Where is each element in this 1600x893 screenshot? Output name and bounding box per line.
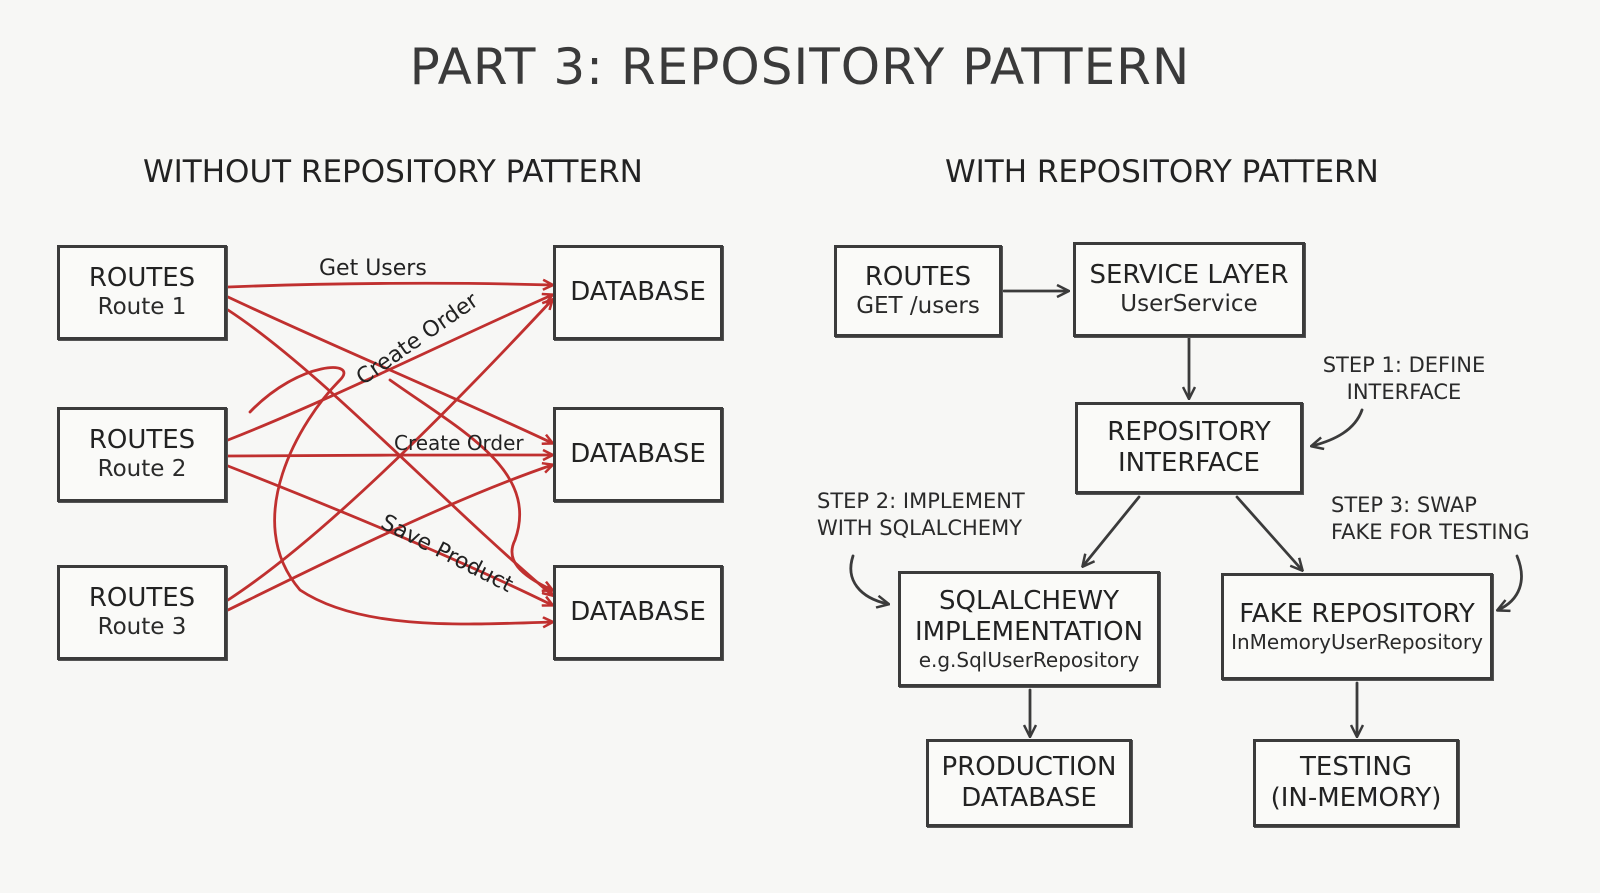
step2-note: STEP 2: IMPLEMENT WITH SQLALCHEMY <box>817 488 1025 543</box>
step2-note-line1: STEP 2: IMPLEMENT <box>817 489 1025 513</box>
database-box-1-label: DATABASE <box>570 276 706 307</box>
red-arrow-r2-db3 <box>226 464 552 605</box>
red-arrow-r2-db1 <box>226 295 552 442</box>
service-layer-sub: UserService <box>1120 291 1258 318</box>
step1-note-line2: INTERFACE <box>1346 380 1462 405</box>
step1-note-line1: STEP 1: DEFINE <box>1322 353 1486 377</box>
repository-interface-line2: INTERFACE <box>1118 448 1260 478</box>
sqlalchemy-implementation-box: SQLALCHEWY IMPLEMENTATION e.g.SqlUserRep… <box>898 571 1160 687</box>
service-layer-box: SERVICE LAYER UserService <box>1073 242 1305 337</box>
testing-in-memory-box: TESTING (IN-MEMORY) <box>1253 739 1459 827</box>
step1-note: STEP 1: DEFINE INTERFACE <box>1320 352 1488 407</box>
right-subtitle: WITH REPOSITORY PATTERN <box>945 154 1379 190</box>
sqlalchemy-implementation-sub: e.g.SqlUserRepository <box>918 648 1140 673</box>
red-arrow-loop-create <box>388 378 552 590</box>
red-arrow-r1-db3 <box>226 308 552 595</box>
red-arrow-r2-db2 <box>226 455 552 456</box>
routes-get-users-title: ROUTES <box>864 261 972 292</box>
route-box-2-title: ROUTES <box>88 425 196 456</box>
red-arrow-r1-db1 <box>226 283 552 287</box>
step3-note: STEP 3: SWAP FAKE FOR TESTING <box>1331 492 1530 547</box>
testing-in-memory-line2: (IN-MEMORY) <box>1270 783 1442 813</box>
fake-repository-sub: InMemoryUserRepository <box>1231 630 1483 655</box>
label-get-users: Get Users <box>319 256 427 281</box>
sqlalchemy-implementation-line2: IMPLEMENTATION <box>914 617 1144 647</box>
step3-note-line1: STEP 3: SWAP <box>1331 493 1477 517</box>
red-arrow-loop-db3 <box>248 366 552 624</box>
red-arrow-r3-db1 <box>226 300 552 602</box>
repository-interface-box: REPOSITORY INTERFACE <box>1075 402 1303 494</box>
routes-get-users-sub: GET /users <box>856 292 980 319</box>
production-database-line1: PRODUCTION <box>941 751 1117 782</box>
left-subtitle: WITHOUT REPOSITORY PATTERN <box>143 154 643 190</box>
database-box-2: DATABASE <box>553 407 723 502</box>
route-box-2-sub: Route 2 <box>97 456 187 483</box>
step1-pointer-arrow <box>1312 408 1364 446</box>
route-box-3-sub: Route 3 <box>97 614 187 641</box>
route-box-1: ROUTES Route 1 <box>57 245 227 340</box>
route-box-1-sub: Route 1 <box>97 294 187 321</box>
production-database-box: PRODUCTION DATABASE <box>926 739 1132 827</box>
arrow-interface-sql <box>1083 495 1141 566</box>
step2-note-line2: WITH SQLALCHEMY <box>817 516 1023 541</box>
route-box-1-title: ROUTES <box>88 263 196 294</box>
label-create-order: Create Order <box>394 431 524 455</box>
fake-repository-title: FAKE REPOSITORY <box>1239 598 1475 629</box>
production-database-line2: DATABASE <box>961 783 1097 813</box>
database-box-2-label: DATABASE <box>570 438 706 469</box>
route-box-3-title: ROUTES <box>88 583 196 614</box>
route-box-2: ROUTES Route 2 <box>57 407 227 502</box>
sqlalchemy-implementation-line1: SQLALCHEWY <box>938 585 1120 616</box>
route-box-3: ROUTES Route 3 <box>57 565 227 660</box>
fake-repository-box: FAKE REPOSITORY InMemoryUserRepository <box>1221 573 1493 680</box>
service-layer-title: SERVICE LAYER <box>1089 260 1289 291</box>
testing-in-memory-line1: TESTING <box>1300 751 1412 782</box>
step3-pointer-arrow <box>1498 554 1523 610</box>
step3-note-line2: FAKE FOR TESTING <box>1331 520 1530 545</box>
database-box-3: DATABASE <box>553 565 723 660</box>
database-box-1: DATABASE <box>553 245 723 340</box>
database-box-3-label: DATABASE <box>570 596 706 627</box>
repository-interface-line1: REPOSITORY <box>1107 416 1271 447</box>
step2-pointer-arrow <box>849 554 888 604</box>
arrow-interface-fake <box>1235 495 1302 570</box>
routes-get-users-box: ROUTES GET /users <box>834 245 1002 337</box>
page-title: PART 3: REPOSITORY PATTERN <box>409 38 1191 96</box>
